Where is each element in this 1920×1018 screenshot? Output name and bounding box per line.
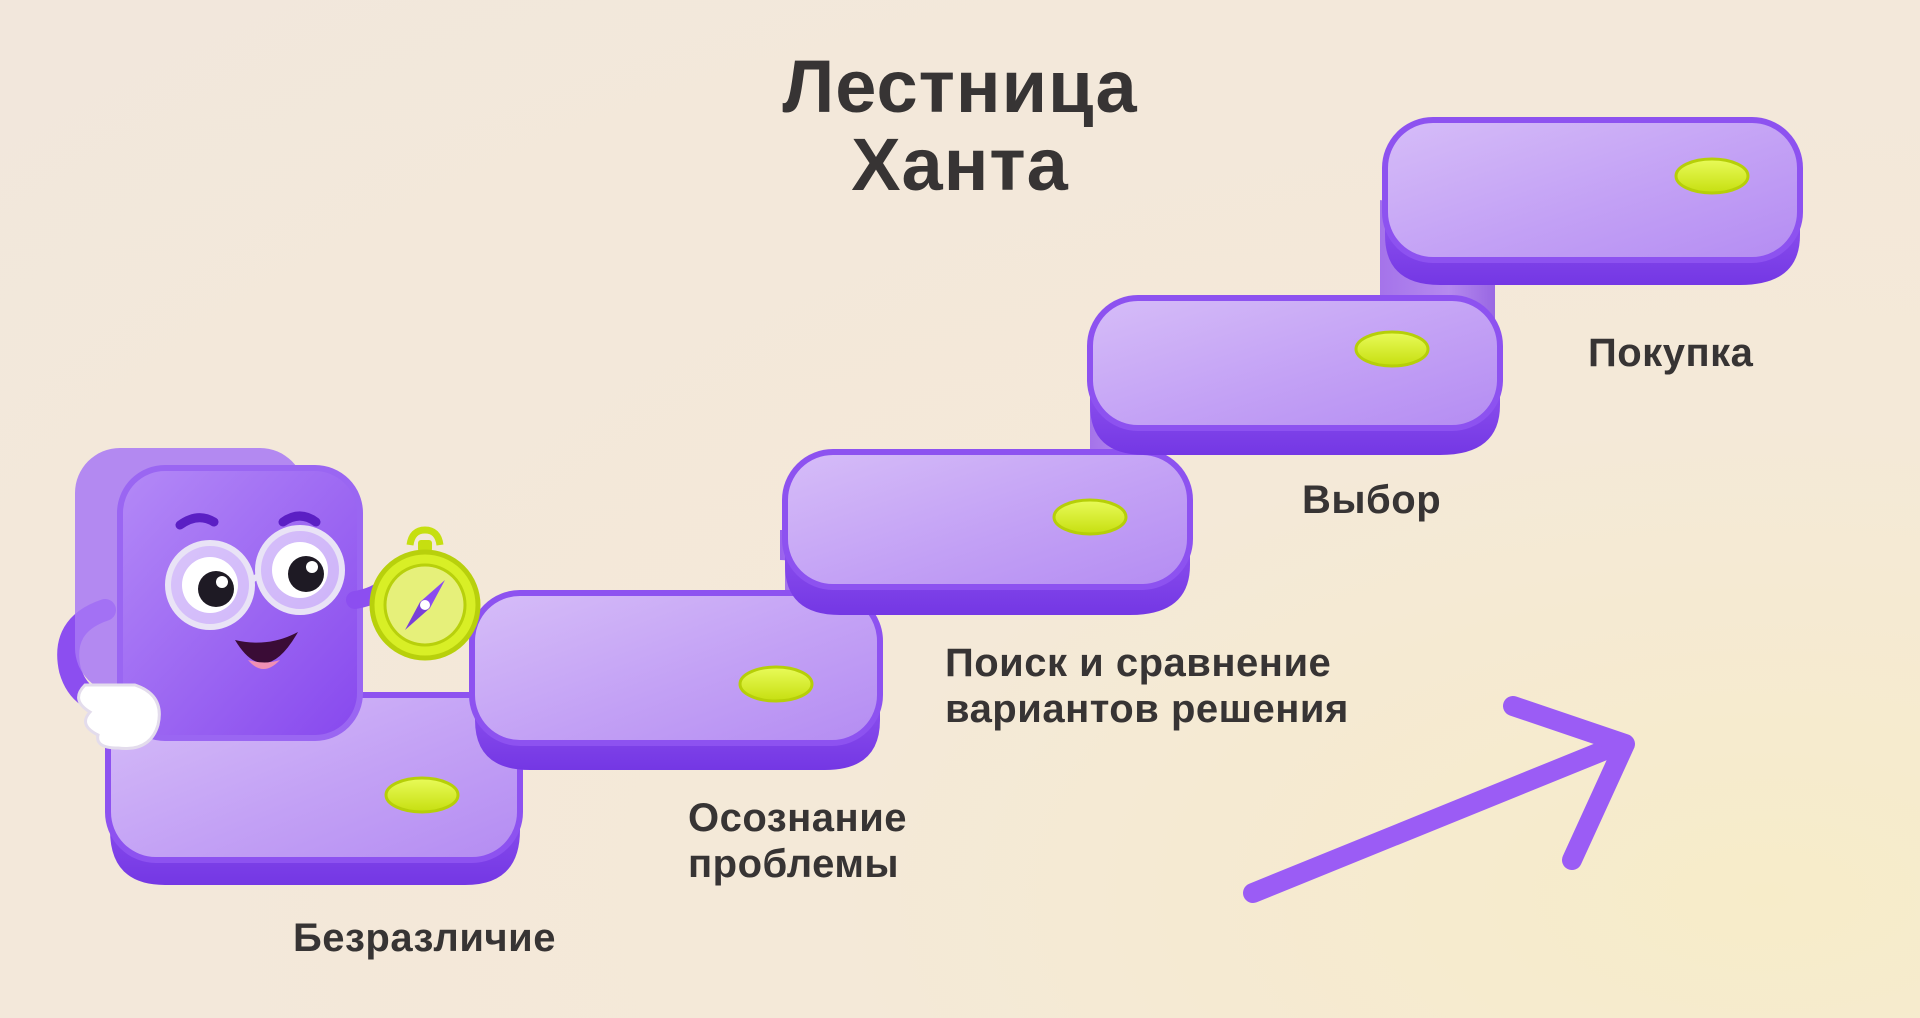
step-5-platform — [1382, 117, 1803, 285]
arrow-up-right-icon — [1243, 696, 1635, 903]
coin-5 — [1674, 157, 1750, 195]
compass-icon — [369, 526, 481, 661]
step-label-search-compare: Поиск и сравнение вариантов решения — [945, 640, 1349, 732]
step-label-line: Покупка — [1588, 331, 1754, 375]
step-label-line: Поиск и сравнение — [945, 641, 1332, 685]
step-label-line: Осознание — [688, 796, 908, 840]
step-label-purchase: Покупка — [1588, 330, 1753, 376]
title-line-1: Лестница — [782, 45, 1138, 128]
step-label-choice: Выбор — [1302, 477, 1441, 523]
coin-1 — [384, 776, 460, 814]
mascot-mouth — [235, 632, 298, 664]
step-2-platform — [469, 590, 883, 770]
coin-4 — [1354, 330, 1430, 368]
step-label-line: Выбор — [1302, 478, 1442, 522]
coin-3 — [1052, 498, 1128, 536]
title-line-2: Ханта — [851, 123, 1069, 206]
coin-2 — [738, 665, 814, 703]
mascot — [57, 448, 404, 751]
step-label-line: проблемы — [688, 842, 900, 886]
step-label-problem-awareness: Осознание проблемы — [688, 795, 907, 887]
step-label-line: вариантов решения — [945, 687, 1349, 731]
step-3-platform — [782, 449, 1193, 615]
step-4-platform — [1087, 295, 1503, 455]
step-label-indifference: Безразличие — [293, 915, 556, 961]
mascot-hand — [77, 683, 161, 751]
page-title: Лестница Ханта — [640, 48, 1280, 204]
step-label-line: Безразличие — [293, 916, 556, 960]
